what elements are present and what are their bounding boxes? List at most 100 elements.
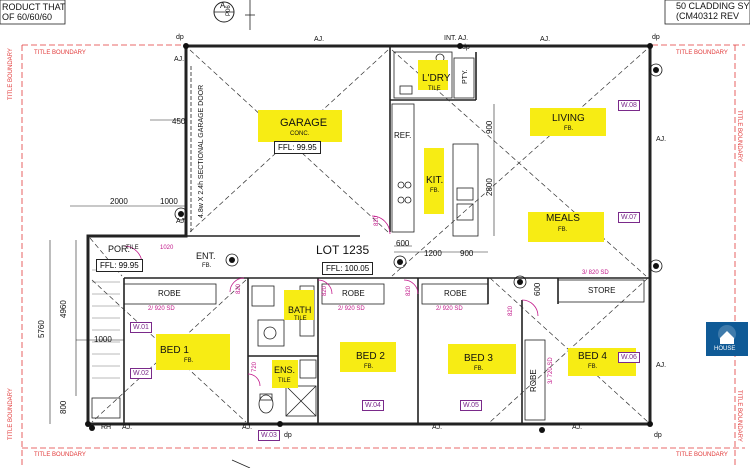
aj-bottom-1: AJ. [122, 424, 133, 431]
laundry-name: L'DRY [422, 73, 451, 84]
garage-name: GARAGE [280, 117, 328, 129]
dim-1200: 1200 [424, 249, 442, 258]
ensuite-floor: TILE [278, 378, 291, 384]
bath-highlight [284, 290, 314, 320]
dim-900-horizontal: 900 [460, 249, 474, 258]
kitchen-highlight [424, 148, 444, 214]
robe-bed4: ROBE [529, 369, 538, 392]
int-aj-label: INT. AJ. [444, 35, 469, 42]
porch-name: POR. [108, 244, 131, 254]
aj-right-2: AJ. [656, 362, 667, 369]
window-tag-w02: W.02 [130, 368, 152, 379]
house-badge-text: HOUSE [714, 346, 736, 352]
dim-820sd: 3/ 820 SD [582, 270, 609, 276]
garage-highlight [258, 110, 342, 142]
window-tag-w07: W.07 [618, 212, 640, 223]
window-tag-w03: W.03 [258, 430, 280, 441]
house-badge: HOUSE [706, 322, 748, 356]
section-marker-code: P06 [226, 5, 232, 16]
bed1-highlight [156, 334, 230, 370]
title-boundary-right-lower: TITLE BOUNDARY [736, 390, 742, 442]
aj-top-2: AJ. [540, 36, 551, 43]
aj-bottom-3: AJ. [432, 424, 443, 431]
house-badge-icon [718, 325, 736, 344]
laundry-highlight [418, 60, 448, 90]
bath-floor: TILE [294, 316, 307, 322]
garage-door-label: 4.8w X 2.4h SECTIONAL GARAGE DOOR [198, 84, 205, 218]
dim-720sd: 3/ 720 SD [548, 357, 554, 384]
bed3-highlight [448, 344, 516, 374]
cladding-note-line1: 50 CLADDING SY [676, 1, 750, 11]
product-note-line1: RODUCT THAT [2, 2, 66, 12]
title-boundary-bottom-left: TITLE BOUNDARY [34, 452, 86, 458]
entry-name: ENT. [196, 251, 216, 261]
window-tag-w05: W.05 [460, 400, 482, 411]
dim-600-top: 600 [396, 239, 410, 248]
dim-820-bed1: 820 [236, 283, 242, 294]
section-marker-letter: A [220, 1, 226, 10]
dim-2800: 2800 [485, 178, 494, 196]
dp-bottom-right: dp [654, 432, 662, 439]
dim-2000: 2000 [110, 197, 128, 206]
bed3-floor: FB. [474, 366, 484, 372]
ensuite-name: ENS. [274, 365, 296, 375]
bed2-highlight [340, 342, 396, 372]
meals-floor: FB. [558, 227, 568, 233]
bed4-name: BED 4 [578, 351, 607, 362]
store-label: STORE [588, 286, 616, 295]
porch-floor: TILE [126, 245, 139, 251]
dim-4960: 4960 [59, 300, 68, 318]
living-name: LIVING [552, 113, 585, 124]
window-tag-w06: W.06 [618, 352, 640, 363]
living-floor: FB. [564, 126, 574, 132]
cladding-note-line2: (CM40312 REV [676, 11, 740, 21]
laundry-floor: TILE [428, 86, 441, 92]
bed1-floor: FB. [184, 358, 194, 364]
dim-820-bed2: 820 [322, 285, 328, 296]
aj-right-1: AJ. [656, 136, 667, 143]
bed1-name: BED 1 [160, 345, 189, 356]
meals-highlight [528, 212, 604, 242]
porch-ffl: FFL: 99.95 [96, 259, 143, 272]
aj-bottom-2: AJ. [242, 424, 253, 431]
fridge-label: REF. [394, 131, 412, 140]
product-note-line2: OF 60/60/60 [2, 12, 53, 22]
title-boundary-left-upper: TITLE BOUNDARY [8, 48, 14, 100]
garage-ffl: FFL: 99.95 [274, 141, 321, 154]
aj-top-left: AJ. [174, 56, 185, 63]
garage-floor: CONC. [290, 131, 310, 137]
aj-garage-side: AJ. [176, 218, 187, 225]
meals-name: MEALS [546, 213, 580, 224]
aj-bottom-4: AJ. [572, 424, 583, 431]
dim-900-vertical: 900 [485, 120, 494, 134]
dim-720-ens: 720 [252, 361, 258, 372]
title-boundary-top-left: TITLE BOUNDARY [34, 50, 86, 56]
dim-5760: 5760 [37, 320, 46, 338]
aj-top-1: AJ. [314, 36, 325, 43]
dp-top-left: dp [176, 34, 184, 41]
dp-top-mid: dp [462, 44, 470, 51]
dim-600-vertical: 600 [533, 282, 542, 296]
window-tag-w08: W.08 [618, 100, 640, 111]
dim-920sd-bed1: 2/ 920 SD [148, 306, 175, 312]
rh-label: RH [101, 424, 112, 431]
lot-ffl: FFL: 100.05 [322, 262, 374, 275]
dp-top-right: dp [652, 34, 660, 41]
title-boundary-bottom-right: TITLE BOUNDARY [676, 452, 728, 458]
dim-820-garage: 820 [374, 215, 380, 226]
title-boundary-top-right: TITLE BOUNDARY [676, 50, 728, 56]
ensuite-highlight [272, 360, 298, 388]
bed2-floor: FB. [364, 364, 374, 370]
dp-bottom-mid: dp [284, 432, 292, 439]
robe-bed3: ROBE [444, 289, 467, 298]
kitchen-floor: FB. [430, 188, 440, 194]
living-highlight [530, 108, 606, 136]
entry-floor: FB. [202, 263, 212, 269]
bed4-floor: FB. [588, 364, 598, 370]
pantry-label: PTY. [462, 69, 469, 84]
dim-820-bed4: 820 [508, 305, 514, 316]
bath-name: BATH [288, 305, 312, 315]
dim-920sd-bed2: 2/ 920 SD [338, 306, 365, 312]
robe-bed2: ROBE [342, 289, 365, 298]
